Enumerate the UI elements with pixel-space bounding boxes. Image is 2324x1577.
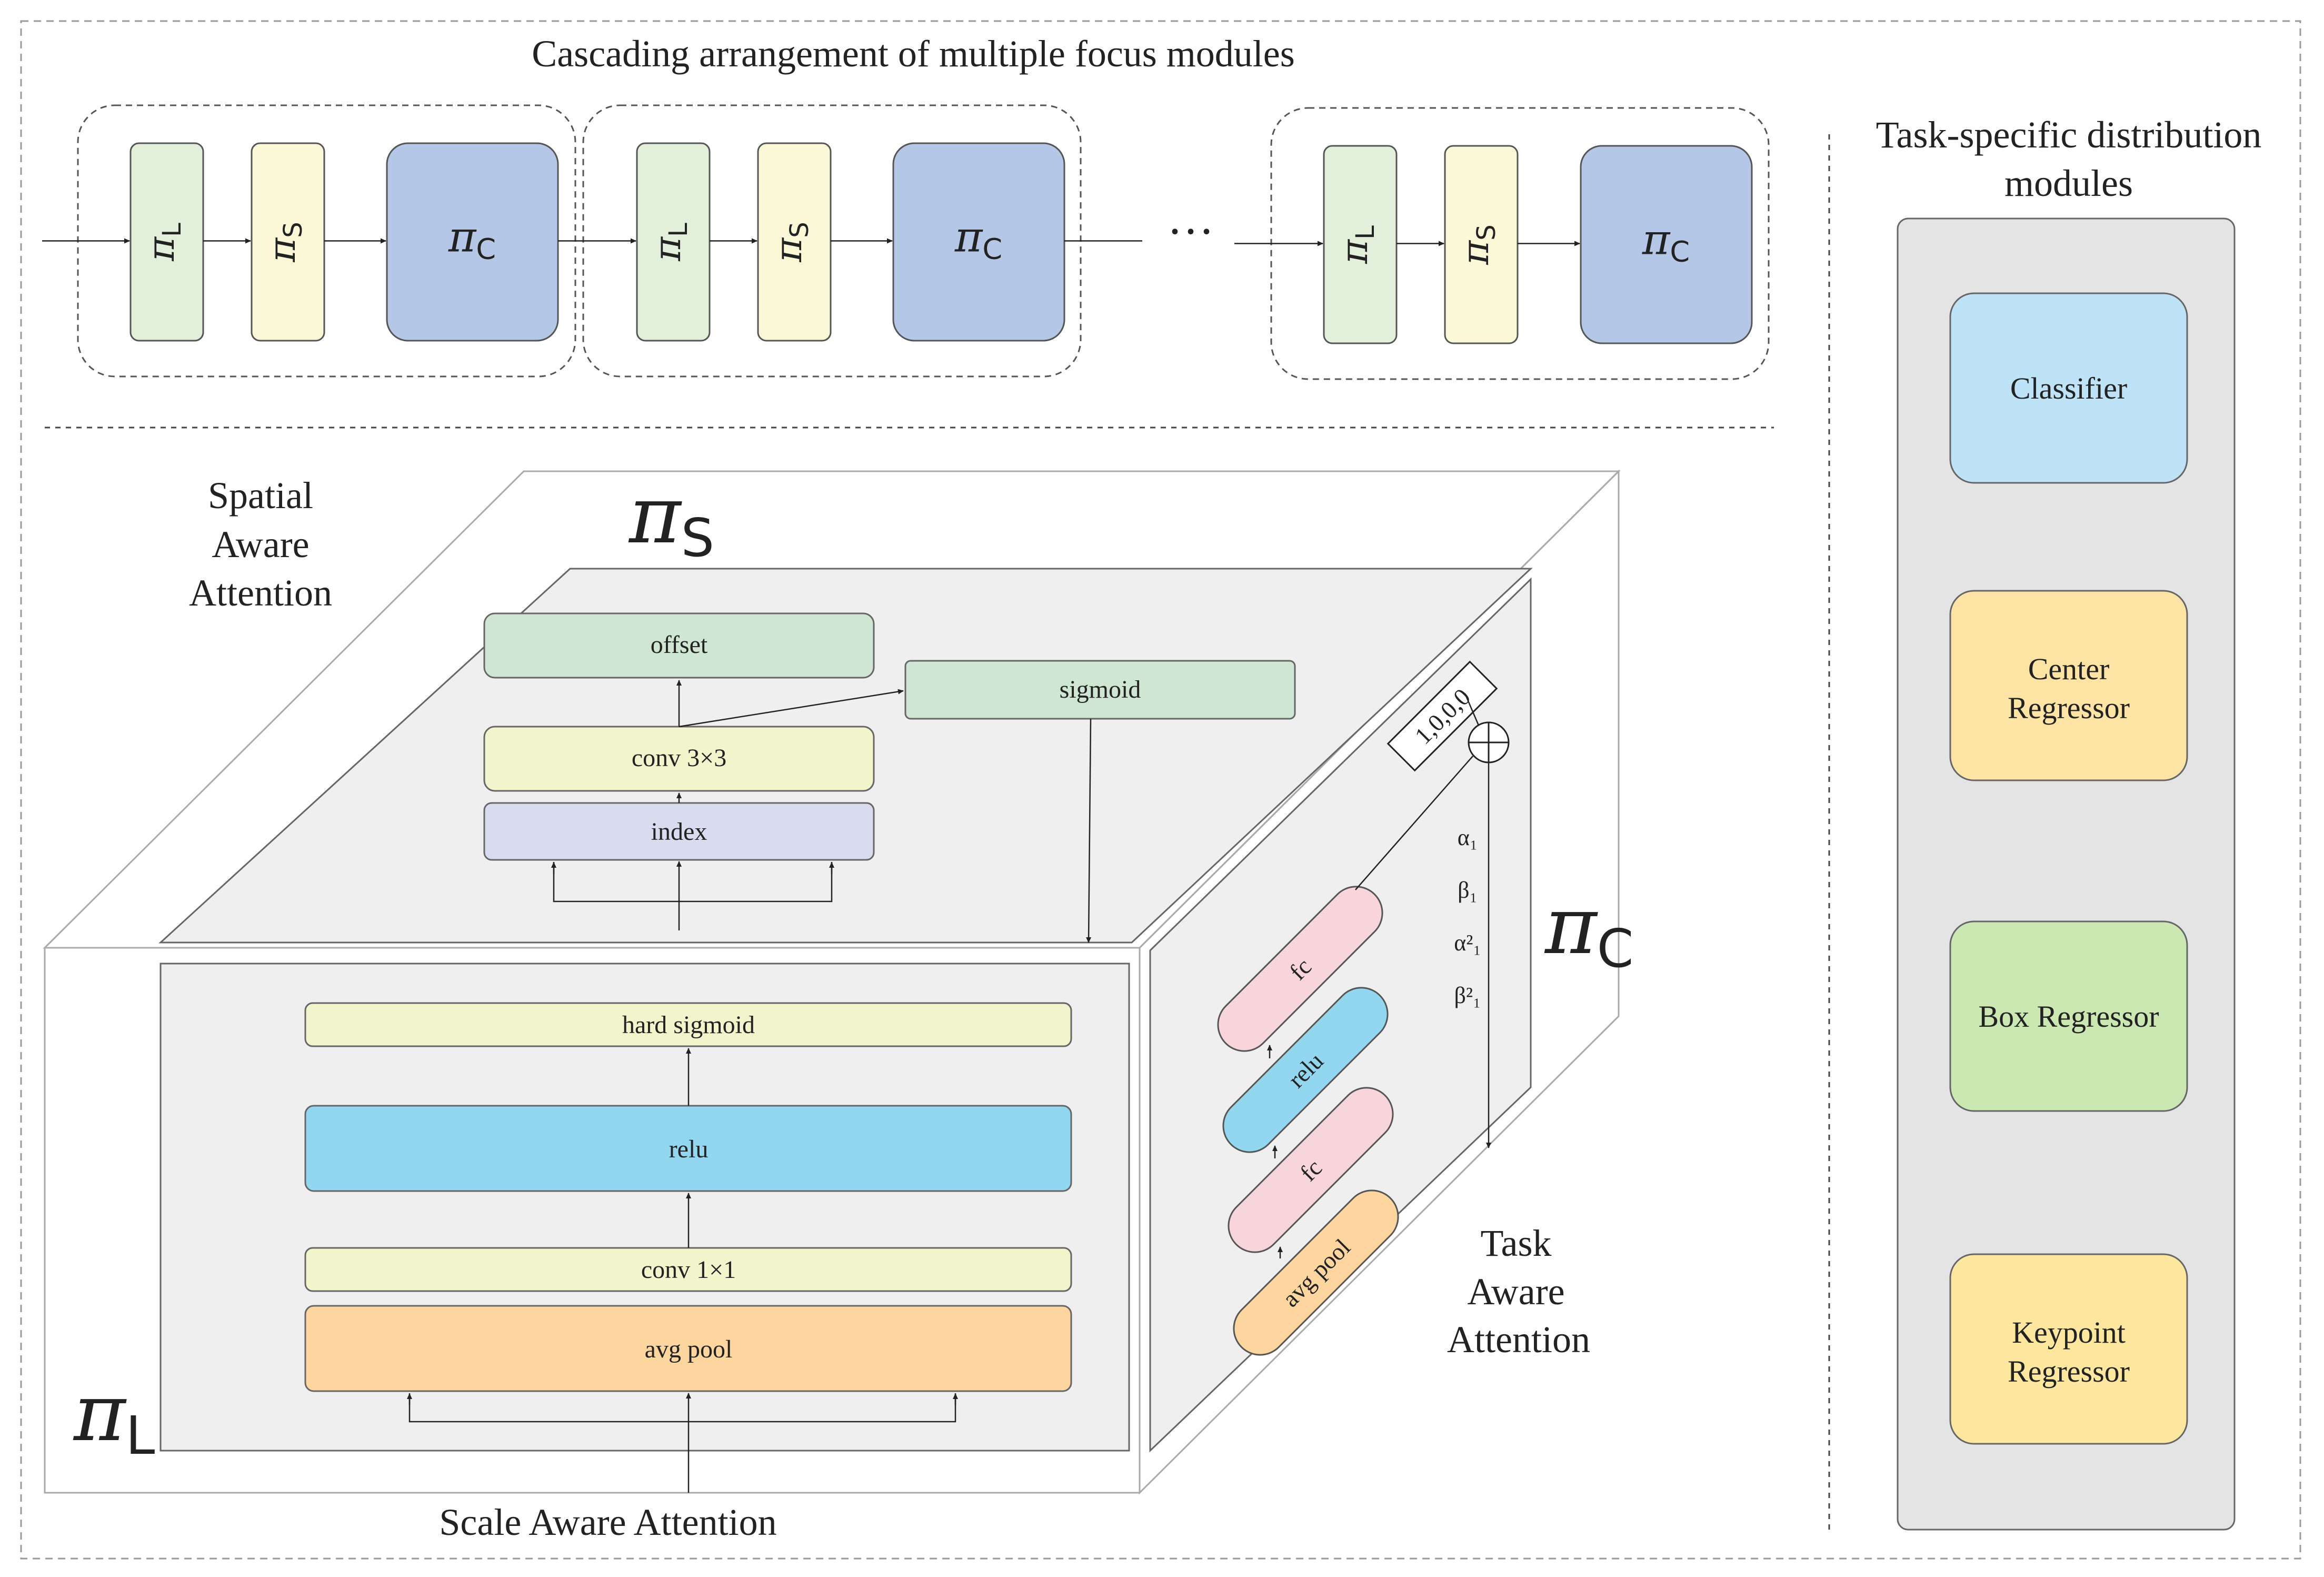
conv1-label: conv 1×1 [641,1256,736,1284]
pi-l-label-2: πL [646,223,693,262]
front-avgpool-box [304,1305,1072,1392]
index-label: index [651,818,707,846]
task-box-label-2b: Regressor [2008,691,2130,725]
side-fc-bottom: fc [1228,1087,1394,1253]
conv3-label: conv 3×3 [632,744,726,772]
front-relu-label: relu [669,1135,709,1163]
pi-s-block-1 [251,142,325,342]
cascade-row: πL πS πC πL πS πC πL πS πC ··· [42,104,1770,380]
fc-to-sum [1355,756,1473,890]
cube-front-plane [44,947,1141,1494]
pi-l-block-2 [636,142,711,342]
sigmoid-box [904,660,1296,720]
pi-s-label-2: πS [767,222,814,262]
param-alpha1: α₁ [1458,825,1478,850]
front-input-branch [408,1393,956,1423]
spatial-label-2: Aware [212,523,309,566]
task-panel-title-2: modules [2004,162,2133,204]
task-box-label-2a: Center [2028,652,2110,686]
side-fc-top: fc [1217,886,1383,1052]
offset-box [483,612,875,679]
pi-c-label-3: πC [1642,215,1690,269]
task-box-label-4a: Keypoint [2012,1315,2126,1350]
side-relu: relu [1222,987,1389,1153]
task-box-3 [1949,920,2188,1112]
pi-l-label-1: πL [139,223,187,262]
task-label-1: Task [1481,1222,1552,1264]
task-panel-title-1: Task-specific distribution [1876,114,2262,156]
pi-l-block-1 [129,142,204,342]
task-box-label-4b: Regressor [2008,1354,2130,1388]
task-box-label-1: Classifier [2010,371,2127,405]
pi-c-label-2: πC [954,213,1002,266]
param-beta2: β²₁ [1454,983,1481,1008]
pi-s-block-3 [1444,145,1519,344]
pi-c-symbol: πC [1544,880,1633,979]
task-label-2: Aware [1467,1271,1564,1313]
pi-c-block-1 [386,142,559,342]
pi-s-block-2 [757,142,832,342]
sigmoid-label: sigmoid [1060,676,1141,703]
pi-c-block-3 [1580,145,1753,344]
init-to-sum [1464,693,1480,727]
pi-s-label-1: πS [261,222,308,262]
task-box-4 [1949,1253,2188,1445]
pi-c-block-2 [892,142,1065,342]
pi-s-symbol: πS [628,470,714,569]
hard-sigmoid-box [304,1002,1072,1047]
top-input-branch [553,862,833,902]
spatial-label-1: Spatial [208,474,313,517]
hard-sigmoid-label: hard sigmoid [622,1011,755,1039]
cascade-title: Cascading arrangement of multiple focus … [532,33,1295,75]
front-avgpool-label: avg pool [645,1335,733,1363]
scale-label: Scale Aware Attention [439,1501,776,1543]
offset-label: offset [651,631,708,659]
pi-s-label-3: πS [1454,224,1501,265]
spatial-label-3: Attention [189,572,332,614]
param-beta1: β₁ [1458,877,1478,903]
task-panel-column [1897,217,2236,1531]
task-box-label-3: Box Regressor [1978,999,2159,1034]
pi-l-label-3: πL [1333,225,1380,264]
task-label-3: Attention [1447,1318,1590,1361]
cascade-ellipsis: ··· [1167,206,1214,258]
pi-l-block-3 [1323,145,1398,344]
arrow-sigmoid-down [1086,718,1092,943]
pi-c-label-1: πC [448,213,496,266]
arrow-conv3-sigmoid [679,689,904,728]
outer-frame [20,20,2301,1560]
param-alpha2: α²₁ [1454,930,1481,956]
pi-l-symbol: πL [73,1367,155,1466]
task-box-2 [1949,590,2188,781]
task-box-1 [1949,292,2188,484]
